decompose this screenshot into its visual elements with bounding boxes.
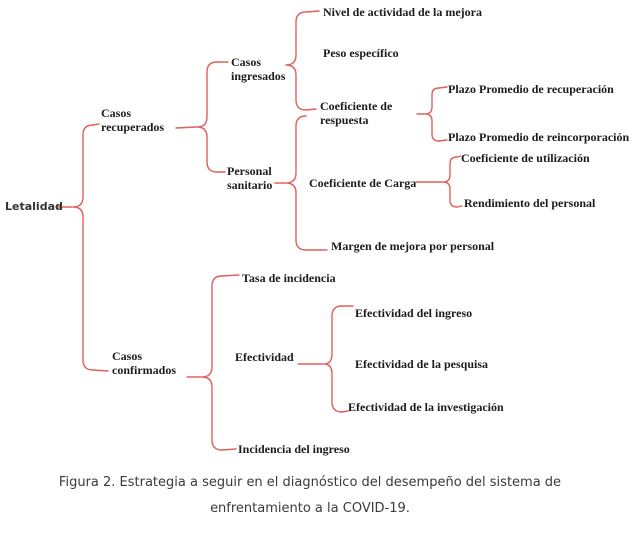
node-efectividad-investigacion: Efectividad de la investigación <box>348 400 504 414</box>
node-incidencia-ingreso: Incidencia del ingreso <box>238 442 350 456</box>
brace-efectividad <box>323 305 343 413</box>
brace-casos-ingresados <box>285 11 307 111</box>
brace-casos-recuperados <box>196 61 218 173</box>
brace-personal-sanitario <box>285 115 307 251</box>
node-personal-sanitario: Personal sanitario <box>227 164 273 192</box>
brace-letalidad <box>72 124 94 371</box>
node-peso-especifico: Peso específico <box>323 46 399 60</box>
node-rendimiento-personal: Rendimiento del personal <box>464 196 596 210</box>
node-efectividad-pesquisa: Efectividad de la pesquisa <box>355 357 489 371</box>
node-casos-confirmados: Casos confirmados <box>112 349 176 377</box>
node-plazo-promedio-reincorporacion: Plazo Promedio de reincorporación <box>448 130 630 144</box>
brace-coeficiente-respuesta <box>424 87 440 142</box>
node-margen-mejora-personal: Margen de mejora por personal <box>331 239 495 253</box>
node-tasa-incidencia: Tasa de incidencia <box>242 271 336 285</box>
node-nivel-actividad-mejora: Nivel de actividad de la mejora <box>323 5 482 19</box>
brace-coeficiente-carga <box>442 156 458 208</box>
connector-dashes <box>56 10 463 451</box>
node-coeficiente-respuesta: Coeficiente de respuesta <box>320 99 393 127</box>
figure-caption-line1: Figura 2. Estrategia a seguir en el diag… <box>58 475 562 490</box>
node-casos-ingresados: Casos ingresados <box>231 55 286 83</box>
figure-caption: Figura 2. Estrategia a seguir en el diag… <box>0 470 620 522</box>
node-efectividad-ingreso: Efectividad del ingreso <box>355 306 473 320</box>
node-efectividad: Efectividad <box>235 350 294 364</box>
node-coeficiente-utilizacion: Coeficiente de utilización <box>461 151 590 165</box>
node-casos-recuperados: Casos recuperados <box>101 106 165 134</box>
node-letalidad: Letalidad <box>5 200 63 213</box>
node-coeficiente-carga: Coeficiente de Carga <box>309 176 417 190</box>
figure-caption-line2: enfrentamiento a la COVID-19. <box>210 501 410 516</box>
node-plazo-promedio-recuperacion: Plazo Promedio de recuperación <box>448 82 614 96</box>
brace-casos-confirmados <box>201 275 223 451</box>
